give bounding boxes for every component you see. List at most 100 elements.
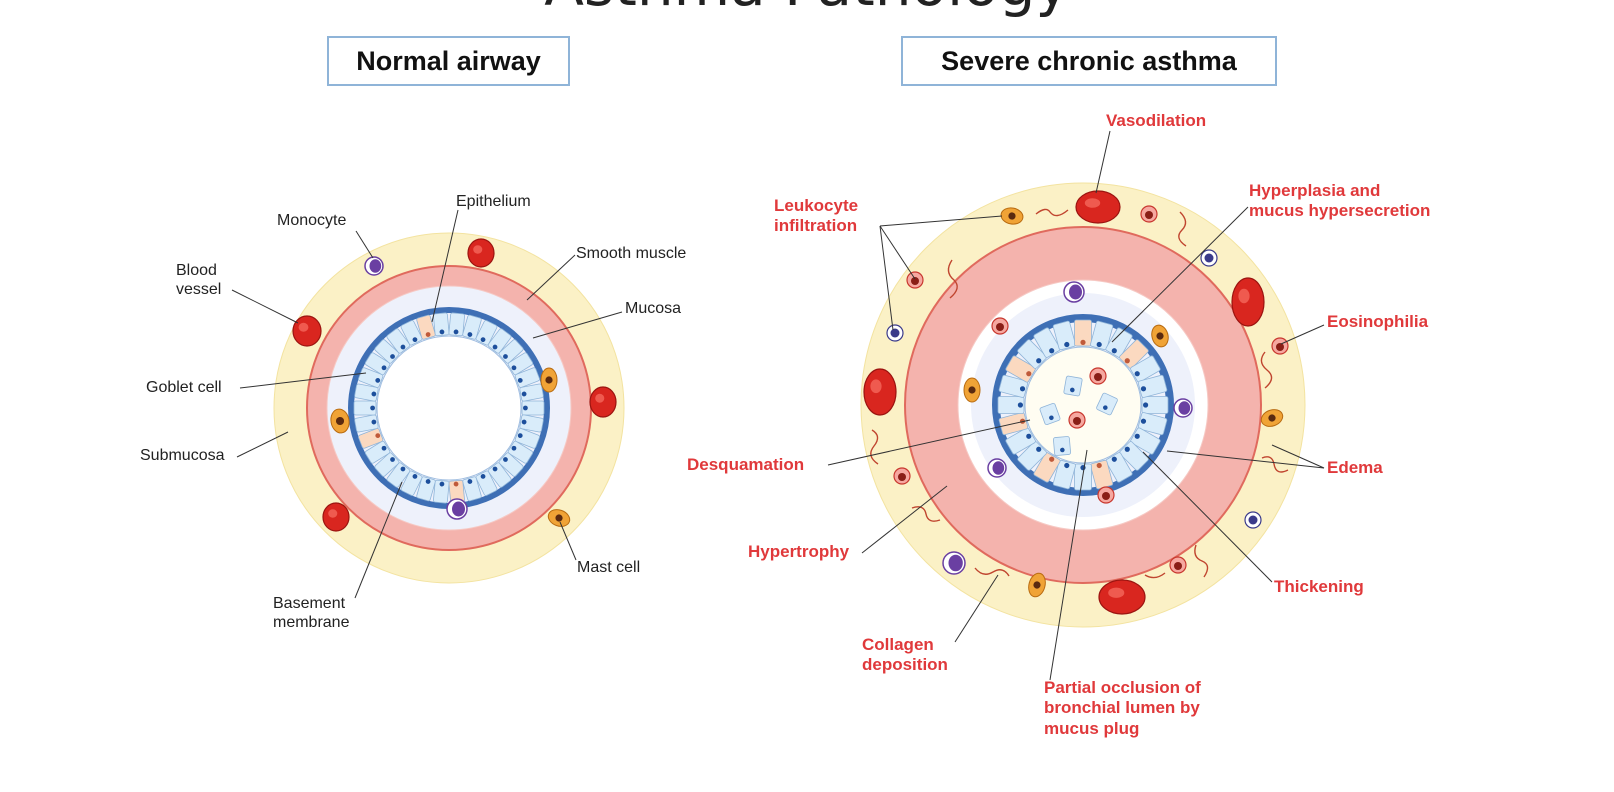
blood-vessel-highlight	[1084, 198, 1101, 208]
desquamated-cell-nucleus	[1060, 447, 1065, 453]
epithelial-cell	[386, 328, 411, 354]
collagen-fiber	[947, 259, 958, 299]
thickening-label: Thickening	[1274, 577, 1364, 596]
asthma-heading: Severe chronic asthma	[901, 36, 1277, 86]
cell-nucleus	[439, 329, 445, 335]
epithelial-cell-body	[1090, 320, 1114, 351]
epithelial-cell	[514, 367, 540, 388]
cell-nucleus	[425, 332, 431, 337]
leukocyte-nucleus	[890, 328, 900, 338]
collagen-fiber	[911, 506, 941, 522]
cell-nucleus	[467, 332, 473, 337]
epithelial-cell	[1052, 320, 1076, 351]
epithelial-cell	[374, 339, 400, 364]
epithelial-cell	[1033, 327, 1061, 358]
epithelial-cell	[521, 400, 545, 416]
leukocyte	[886, 324, 904, 342]
normal-lumen	[376, 335, 522, 481]
cell-nucleus	[480, 473, 486, 479]
desquamated-cell-nucleus	[1049, 415, 1054, 421]
submucosa-label: Submucosa	[140, 447, 225, 464]
desquamated-cell-nucleus	[1070, 387, 1075, 393]
cell-nucleus	[1096, 462, 1102, 469]
epithelial-cell	[374, 452, 400, 477]
blood-vessel-label: Blood vessel	[176, 261, 221, 299]
cell-nucleus	[1049, 348, 1055, 354]
leukocyte-infiltration-label: Leukocyte infiltration	[774, 196, 858, 237]
collagen-fiber	[1178, 211, 1187, 247]
monocyte-nucleus	[369, 259, 382, 273]
epithelial-cell	[354, 414, 379, 433]
mast-cell-nucleus	[335, 416, 345, 426]
cell-nucleus	[1111, 348, 1117, 354]
mast-cell-nucleus	[1033, 581, 1041, 589]
epithelial-cell	[498, 339, 524, 364]
epithelial-cell	[1137, 374, 1168, 398]
eosinophil-nucleus	[911, 277, 919, 285]
cell-nucleus	[523, 405, 528, 411]
epithelial-cell	[386, 462, 411, 488]
epithelial-cell	[433, 479, 450, 504]
cell-nucleus	[1064, 341, 1070, 348]
occlusion-label-line3: mucus plug	[1044, 718, 1140, 738]
desquamated-cell-nucleus	[1103, 405, 1108, 410]
epithelial-cell-body	[1141, 396, 1169, 414]
cell-nucleus	[503, 354, 508, 359]
mast-cell	[1260, 409, 1284, 427]
blood-vessel-wall	[292, 315, 322, 347]
eosinophil	[1089, 367, 1107, 385]
mast-cell	[963, 377, 981, 403]
epithelial-cell-body	[997, 396, 1025, 414]
cell-nucleus	[400, 344, 406, 350]
cell-nucleus	[1026, 371, 1032, 377]
eosinophil	[906, 271, 924, 289]
mast-cell	[1151, 324, 1169, 348]
epithelial-cell	[498, 452, 524, 477]
blood-vessel	[1231, 277, 1265, 327]
desquamated-cell	[1096, 392, 1118, 416]
monocyte-nucleus	[1069, 284, 1082, 300]
epithelial-cell	[354, 383, 379, 402]
blood-vessel	[322, 502, 350, 532]
leader-lines	[231, 130, 1325, 681]
epithelial-cell-body	[998, 374, 1029, 398]
collagen-fiber	[1194, 544, 1209, 578]
basement-membrane-label: Basement membrane	[273, 594, 349, 632]
collagen-fiber	[974, 567, 1010, 577]
eosinophil	[991, 317, 1009, 335]
cell-nucleus	[1134, 433, 1140, 439]
asthma-submucosa-cells	[863, 190, 1289, 615]
blood-vessel-label-line2: vessel	[176, 281, 222, 299]
leukocyte-nucleus	[1248, 515, 1258, 525]
cell-nucleus	[1036, 446, 1042, 452]
cell-nucleus	[375, 433, 381, 438]
epithelial-cell-body	[1052, 459, 1076, 490]
epithelial-cell	[462, 476, 482, 502]
mast-cell-nucleus	[1268, 414, 1276, 422]
epithelial-cell	[519, 414, 544, 433]
mast-cell-label: Mast cell	[577, 559, 641, 576]
monocyte	[942, 551, 966, 575]
epithelial-cell	[364, 440, 391, 464]
cell-nucleus	[371, 391, 377, 397]
cell-nucleus	[511, 445, 517, 451]
epithelial-cell	[400, 320, 423, 346]
cell-nucleus	[370, 405, 375, 411]
blood-vessel-wall	[1098, 579, 1146, 615]
hyperplasia-label-line1: Hyperplasia and	[1249, 181, 1381, 200]
epithelial-cell-body	[448, 312, 465, 337]
page-title: Asthma Pathology	[0, 0, 1614, 14]
cell-nucleus	[390, 354, 395, 359]
monocyte-nucleus	[992, 461, 1005, 475]
cell-nucleus	[1140, 418, 1147, 424]
collagen-fiber	[1144, 572, 1166, 579]
smooth-muscle-label: Smooth muscle	[576, 245, 687, 262]
cell-nucleus	[492, 466, 498, 472]
epithelial-cell-body	[354, 414, 379, 433]
leukocyte	[1244, 511, 1262, 529]
epithelial-cell-body	[519, 383, 544, 402]
epithelial-cell	[475, 470, 498, 496]
cell-nucleus	[511, 365, 517, 371]
epithelial-cell-body	[514, 428, 540, 449]
mast-cell-nucleus	[555, 514, 563, 522]
